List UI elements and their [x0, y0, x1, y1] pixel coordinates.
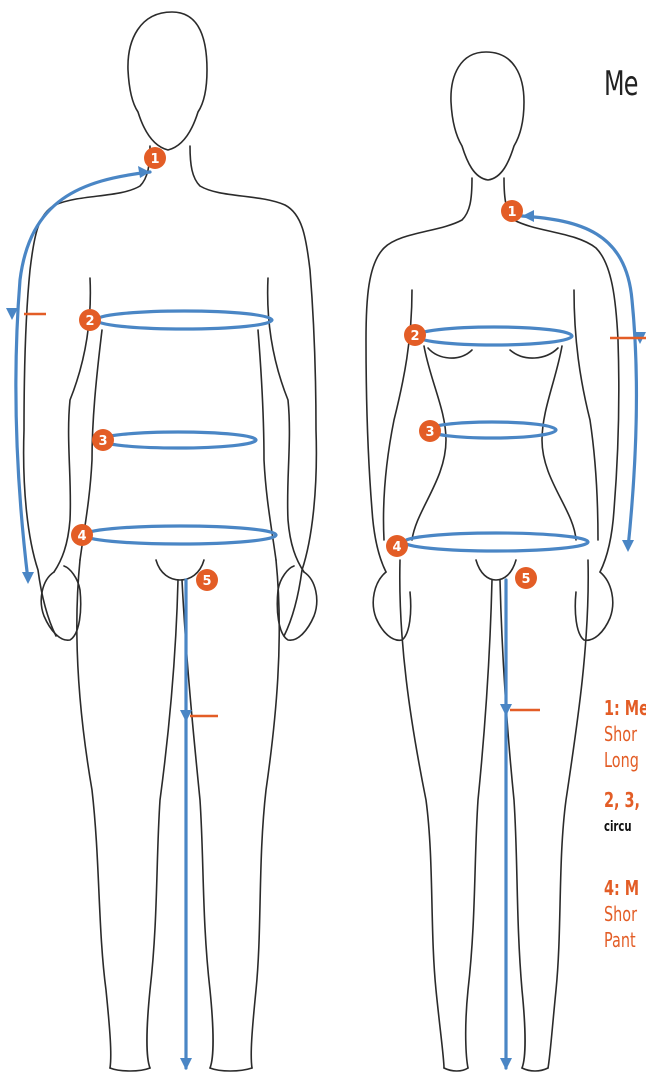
badge-number: 1 [507, 205, 516, 220]
badge-number: 5 [521, 572, 530, 587]
badge-number: 4 [392, 540, 401, 555]
badge-number: 4 [77, 529, 86, 544]
male-chest-ring [96, 311, 272, 329]
page-title: Me [604, 64, 638, 104]
female-waist-ring [428, 422, 556, 438]
legend-item1-line1: Shor [604, 724, 637, 744]
male-hip-ring [84, 526, 276, 544]
badge-number: 5 [202, 574, 211, 589]
legend-item2-heading: 2, 3, [604, 790, 640, 810]
female-bust-ring [416, 327, 572, 345]
badge-number: 3 [98, 434, 107, 449]
legend-item3-line2: Pant [604, 930, 636, 950]
legend-item1-line2: Long [604, 750, 639, 770]
badge-number: 2 [410, 329, 419, 344]
legend-item2-line1: circu [604, 820, 632, 834]
male-badge-1: 1 [144, 147, 166, 169]
male-measurements [6, 166, 276, 1070]
female-badge-5: 5 [515, 567, 537, 589]
badge-number: 1 [150, 152, 159, 167]
male-badge-2: 2 [79, 309, 101, 331]
male-badge-5: 5 [196, 569, 218, 591]
legend-item3-line1: Shor [604, 904, 637, 924]
male-badge-3: 3 [92, 429, 114, 451]
female-badge-4: 4 [386, 535, 408, 557]
female-figure [366, 52, 619, 1071]
male-figure [24, 12, 317, 1071]
female-badge-3: 3 [419, 420, 441, 442]
female-badge-1: 1 [501, 200, 523, 222]
badge-number: 2 [85, 314, 94, 329]
female-hip-ring [404, 533, 588, 551]
legend-item1-heading: 1: Me [604, 698, 646, 718]
male-badge-4: 4 [71, 524, 93, 546]
legend-item3-heading: 4: M [604, 878, 639, 898]
badge-number: 3 [425, 425, 434, 440]
female-badge-2: 2 [404, 324, 426, 346]
male-waist-ring [100, 432, 256, 448]
